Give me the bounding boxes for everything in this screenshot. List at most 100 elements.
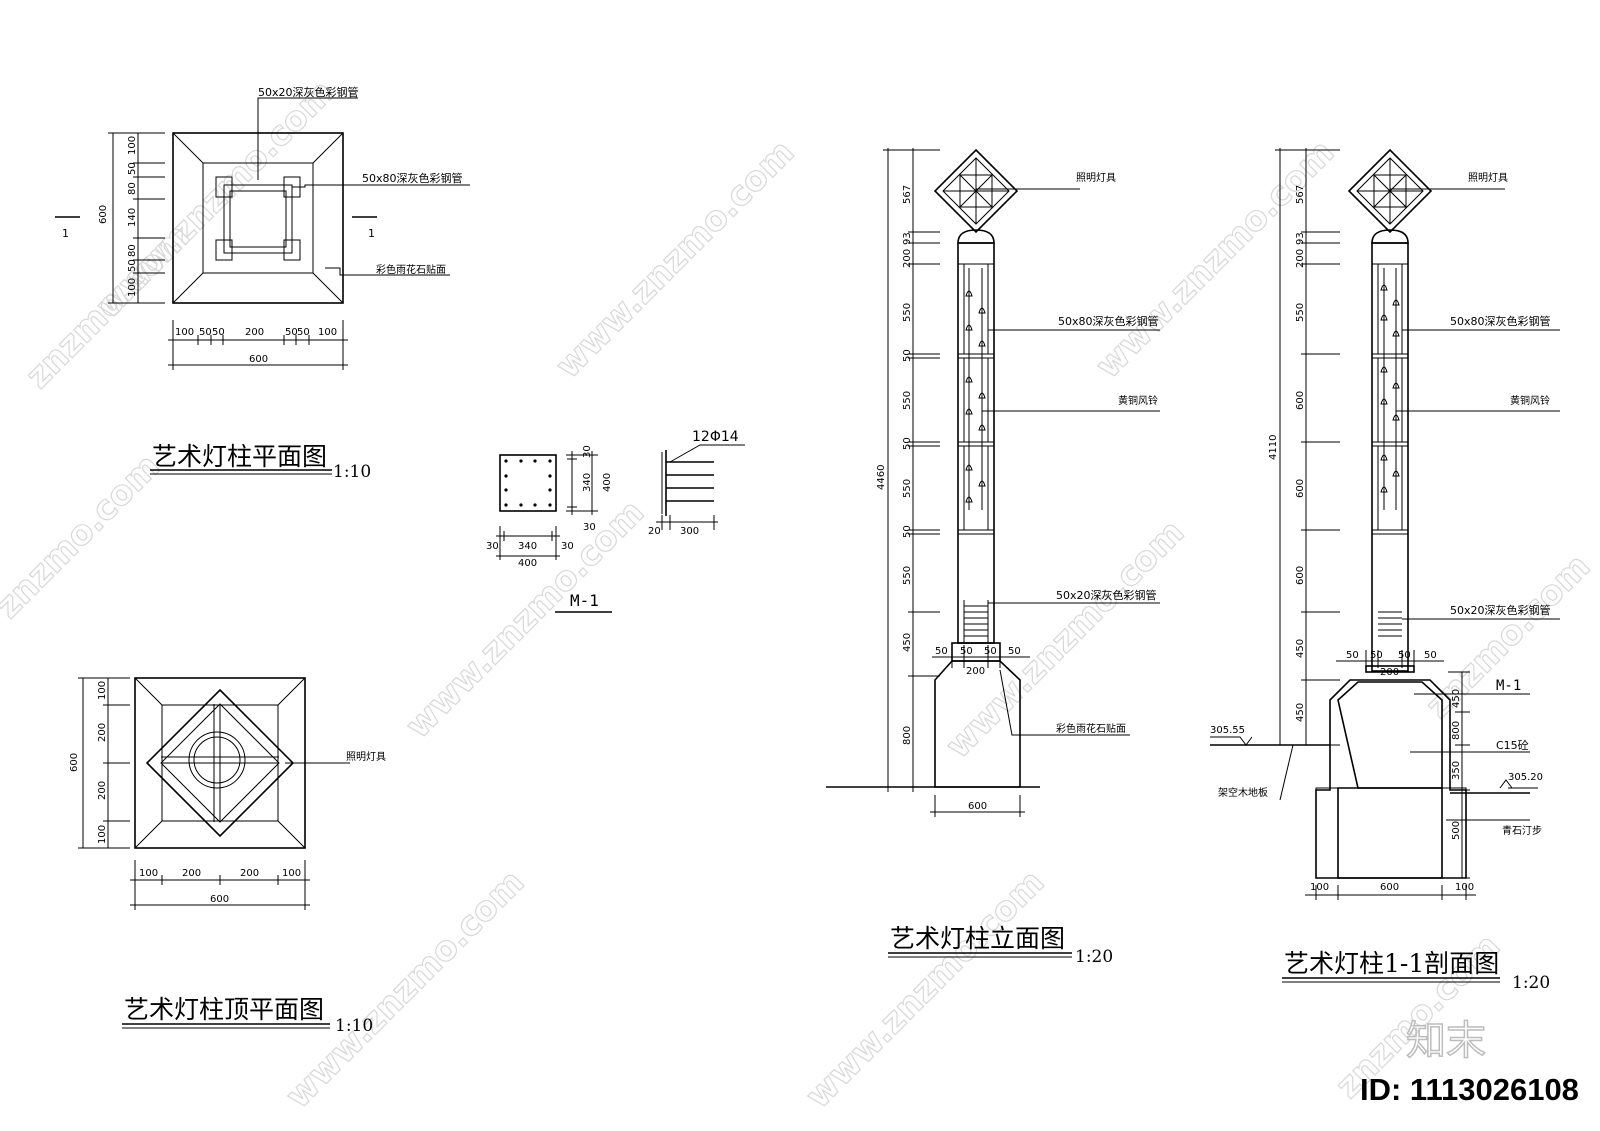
granite-label: 彩色雨花石贴面 bbox=[1056, 722, 1126, 735]
dim-total: 4110 bbox=[1268, 435, 1279, 460]
dim-v: 50 bbox=[902, 349, 913, 362]
c15-label: C15砼 bbox=[1496, 739, 1529, 752]
level-label: 305.55 bbox=[1210, 725, 1245, 736]
dim-h: 50 bbox=[935, 646, 948, 657]
deck-label: 架空木地板 bbox=[1218, 786, 1268, 799]
section-mark: 1 bbox=[368, 227, 375, 240]
dim-h: 340 bbox=[518, 541, 537, 552]
pipe-50x80-label: 50x80深灰色彩钢管 bbox=[1058, 314, 1159, 328]
watermark-text: www.znzmo.com bbox=[278, 862, 532, 1116]
dim-v: 450 bbox=[902, 633, 913, 652]
dim-v: 100 bbox=[127, 136, 138, 155]
dim-total: 600 bbox=[249, 354, 268, 365]
m1-detail: 30 340 30 400 30 340 30 400 12Φ14 20 300… bbox=[486, 429, 745, 613]
bolt-holes bbox=[504, 459, 552, 507]
dim-h: 50 bbox=[1424, 650, 1437, 661]
dim-h: 100 bbox=[175, 327, 194, 338]
dim-h: 100 bbox=[282, 868, 301, 879]
dim-v: 50 bbox=[127, 162, 138, 175]
pipe-50x80-label: 50x80深灰色彩钢管 bbox=[1450, 314, 1551, 328]
dim-h: 100 bbox=[1310, 882, 1329, 893]
dim-total: 600 bbox=[98, 205, 109, 224]
bell-label: 黄铜风铃 bbox=[1510, 394, 1550, 407]
dim-h: 50 bbox=[285, 327, 298, 338]
elevation-title: 艺术灯柱立面图 bbox=[890, 924, 1065, 953]
dim-h: 100 bbox=[139, 868, 158, 879]
lamp-label: 照明灯具 bbox=[346, 751, 386, 763]
top-plan-scale: 1:10 bbox=[335, 1016, 373, 1036]
dim-v: 567 bbox=[1295, 185, 1306, 204]
dim-total: 600 bbox=[968, 801, 987, 812]
bell-label: 黄铜风铃 bbox=[1118, 394, 1158, 407]
dim-total: 600 bbox=[210, 894, 229, 905]
rebar-lines bbox=[666, 461, 714, 502]
dim-v: 567 bbox=[902, 185, 913, 204]
section-scale: 1:20 bbox=[1512, 973, 1550, 993]
dim-v: 200 bbox=[1295, 249, 1306, 268]
dim-h: 200 bbox=[182, 868, 201, 879]
plan-scale: 1:10 bbox=[333, 462, 371, 482]
image-id: ID: 1113026108 bbox=[1360, 1072, 1579, 1107]
dim-h: 50 bbox=[984, 646, 997, 657]
stone-step-label: 青石汀步 bbox=[1502, 824, 1542, 837]
tick-marks bbox=[1275, 149, 1340, 746]
dim-v: 800 bbox=[902, 726, 913, 745]
m1-title: M-1 bbox=[570, 591, 599, 610]
dim-v: 50 bbox=[127, 259, 138, 272]
dim-h: 300 bbox=[680, 526, 699, 537]
dim-v: 550 bbox=[1295, 303, 1306, 322]
dim-v: 140 bbox=[127, 208, 138, 227]
dim-h: 50 bbox=[1008, 646, 1021, 657]
dim-h: 50 bbox=[297, 327, 310, 338]
lamp-label: 照明灯具 bbox=[1076, 172, 1116, 184]
dim-v: 50 bbox=[902, 525, 913, 538]
dim-v: 200 bbox=[902, 249, 913, 268]
dim-v: 600 bbox=[1295, 479, 1306, 498]
dim-h: 50 bbox=[1370, 650, 1383, 661]
dim-v: 450 bbox=[1295, 703, 1306, 722]
pipe-50x80-label: 50x80深灰色彩钢管 bbox=[362, 171, 463, 185]
dim-v: 450 bbox=[1295, 639, 1306, 658]
bell-chain bbox=[1380, 268, 1400, 510]
level-label: 305.20 bbox=[1508, 772, 1543, 783]
dim-v: 550 bbox=[902, 566, 913, 585]
dim-total: 400 bbox=[602, 473, 613, 492]
dim-v: 550 bbox=[902, 479, 913, 498]
dim-h: 50 bbox=[960, 646, 973, 657]
dim-h: 30 bbox=[486, 541, 499, 552]
dim-h: 50 bbox=[199, 327, 212, 338]
dim-v: 93 bbox=[1295, 232, 1306, 245]
dim-v: 50 bbox=[902, 437, 913, 450]
watermark-text: www.znzmo.com bbox=[798, 862, 1052, 1116]
top-plan-view: 照明灯具 600 100 200 200 100 100 200 200 100… bbox=[69, 677, 386, 1036]
dim-v: 30 bbox=[583, 522, 596, 533]
dim-v: 93 bbox=[902, 232, 913, 245]
brand-logo: 知末 bbox=[1406, 1018, 1486, 1064]
dim-h: 200 bbox=[1380, 667, 1399, 678]
section-view: 305.55 305.20 照明灯具 50x80深灰色彩钢管 黄铜风铃 50x2… bbox=[1210, 148, 1560, 993]
watermark-text: znzmo.com bbox=[0, 446, 168, 626]
elevation-view: 照明灯具 50x80深灰色彩钢管 黄铜风铃 50x20深灰色彩钢管 彩色雨花石贴… bbox=[826, 148, 1160, 967]
dim-v: 100 bbox=[97, 825, 108, 844]
dim-v: 350 bbox=[1451, 761, 1462, 780]
bell-chain bbox=[965, 268, 986, 510]
tick-marks bbox=[108, 132, 165, 304]
section-title: 艺术灯柱1-1剖面图 bbox=[1284, 949, 1499, 978]
pipe-50x20-label: 50x20深灰色彩钢管 bbox=[1056, 588, 1157, 602]
dim-h: 50 bbox=[1398, 650, 1411, 661]
dim-v: 500 bbox=[1451, 821, 1462, 840]
plan-title: 艺术灯柱平面图 bbox=[152, 442, 327, 471]
dim-h: 50 bbox=[1346, 650, 1359, 661]
dim-v: 200 bbox=[97, 781, 108, 800]
dim-h: 600 bbox=[1380, 882, 1399, 893]
dim-v: 30 bbox=[582, 445, 593, 458]
dim-total: 600 bbox=[69, 753, 80, 772]
dim-total: 4460 bbox=[876, 465, 887, 490]
lamp-label: 照明灯具 bbox=[1468, 172, 1508, 184]
dim-v: 80 bbox=[127, 244, 138, 257]
tick-marks bbox=[883, 149, 940, 788]
granite-label: 彩色雨花石贴面 bbox=[376, 263, 446, 276]
dim-total: 400 bbox=[518, 558, 537, 569]
pipe-rungs bbox=[964, 605, 988, 637]
